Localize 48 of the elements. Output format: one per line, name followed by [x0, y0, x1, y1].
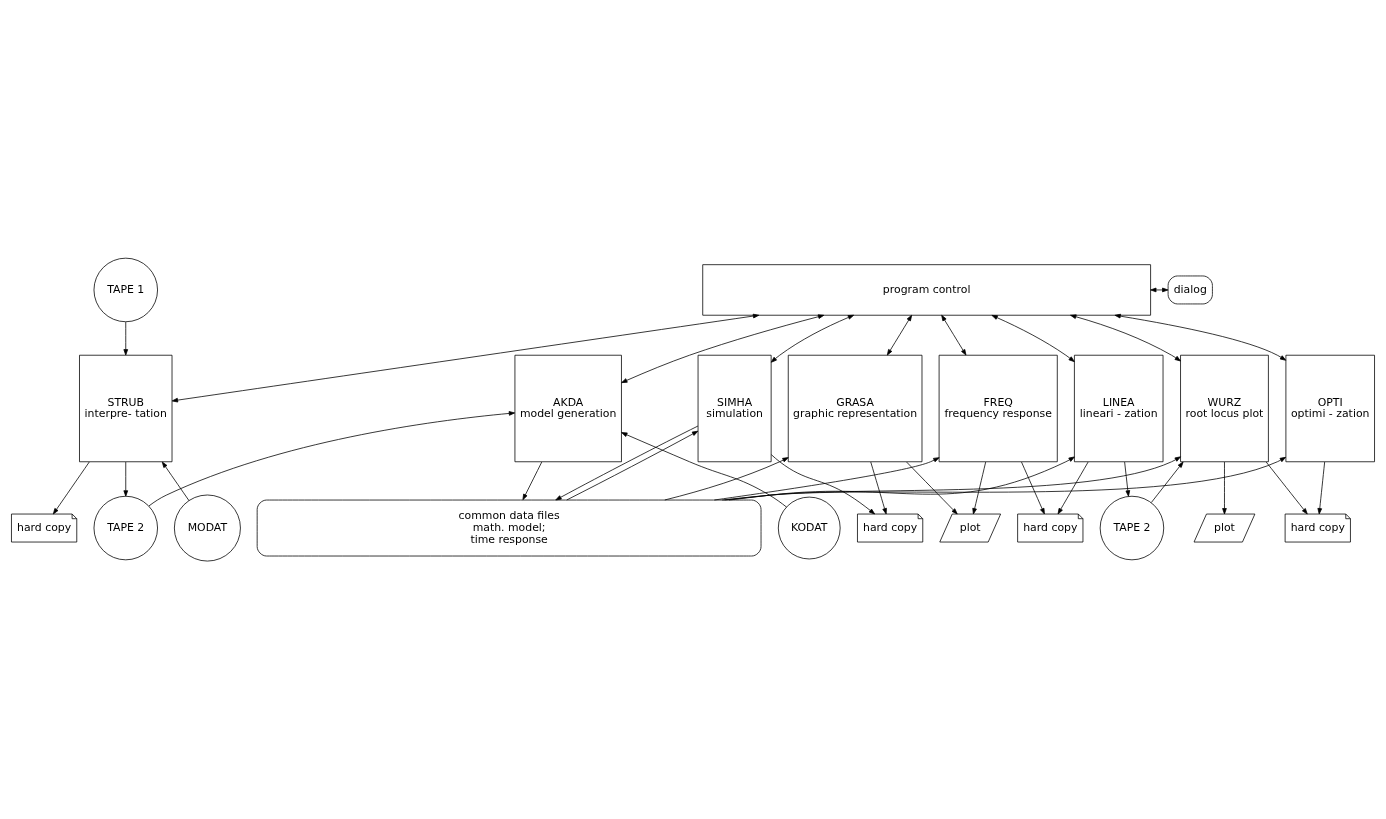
- arrow: [1021, 461, 1045, 515]
- arrow: [522, 461, 543, 501]
- arrow: [123, 461, 129, 497]
- node-circle: KODAT: [777, 496, 841, 560]
- node-circle: TAPE 2: [93, 495, 158, 561]
- node-circle: TAPE 2: [1099, 495, 1165, 561]
- node-circle: TAPE 1: [93, 257, 158, 323]
- arrow: [1265, 461, 1308, 515]
- arrow: [728, 456, 1075, 501]
- node-box: FREQ frequency response: [938, 354, 1058, 463]
- arrow: [1057, 461, 1089, 515]
- node-circle: MODAT: [174, 494, 241, 562]
- arrow: [664, 457, 789, 501]
- arrow: [52, 461, 90, 515]
- arrow: [161, 461, 190, 502]
- arrow: [724, 456, 1181, 501]
- node-box: SIMHA simulation: [697, 354, 772, 463]
- arrow: [1114, 313, 1287, 361]
- node-box: WURZ root locus plot: [1180, 354, 1269, 463]
- arrow: [148, 411, 516, 507]
- arrow: [941, 314, 967, 356]
- arrow: [123, 321, 129, 356]
- arrow: [1222, 461, 1227, 515]
- arrow: [770, 314, 855, 363]
- arrow: [621, 432, 787, 508]
- arrow: [770, 454, 875, 515]
- arrow: [1150, 461, 1184, 503]
- node-box: STRUB interpre- tation: [79, 354, 173, 463]
- node-box: OPTI optimi - zation: [1285, 354, 1375, 463]
- node-box: program control: [702, 264, 1151, 316]
- arrow: [1150, 287, 1169, 293]
- arrow: [713, 457, 940, 501]
- arrow: [991, 314, 1075, 363]
- arrow: [972, 461, 987, 515]
- arrow: [721, 456, 1287, 501]
- node-box: GRASA graphic representation: [787, 354, 923, 463]
- arrow: [1070, 314, 1181, 362]
- arrow: [906, 461, 958, 515]
- arrow: [886, 314, 913, 356]
- node-box: LINEA lineari - zation: [1074, 354, 1164, 463]
- arrow: [1124, 461, 1131, 497]
- arrow: [621, 314, 825, 384]
- node-box: dialog: [1167, 275, 1213, 305]
- arrow: [1317, 461, 1326, 515]
- arrow: [870, 461, 887, 515]
- arrow: [171, 313, 760, 403]
- node-box: AKDA model generation: [514, 354, 622, 463]
- node-box: common data files math. model; time response: [256, 499, 762, 557]
